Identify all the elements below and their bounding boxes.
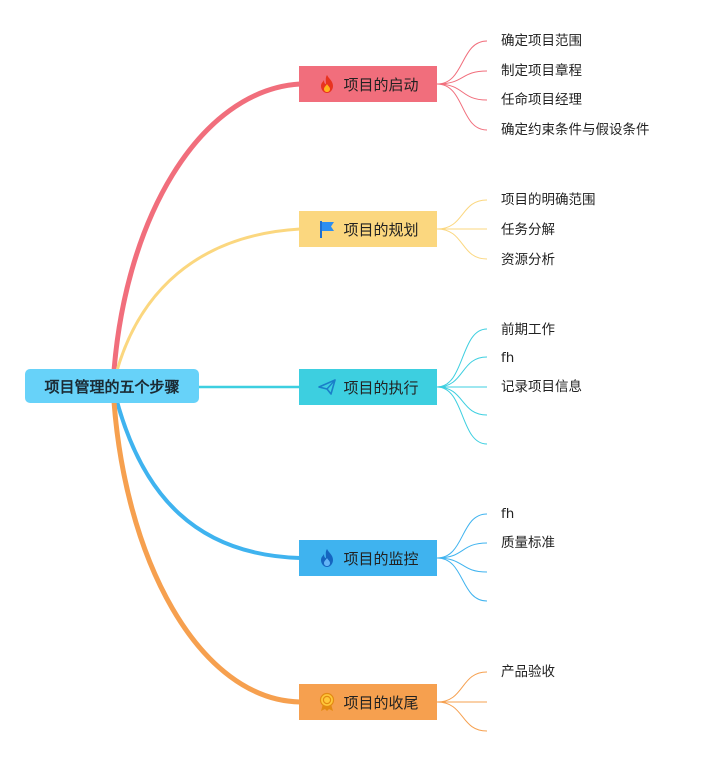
link-leaf [436, 228, 488, 260]
leaf-topic[interactable]: fh [501, 506, 515, 522]
fire-icon [317, 74, 337, 94]
badge-icon [317, 692, 337, 712]
branch-label: 项目的规划 [343, 220, 419, 239]
leaf-topic[interactable]: 确定项目范围 [501, 33, 582, 49]
branch-project-closing[interactable]: 项目的收尾 [299, 684, 437, 720]
link-leaf [436, 386, 488, 416]
branch-label: 项目的执行 [343, 378, 419, 397]
leaf-topic[interactable]: 记录项目信息 [501, 379, 582, 395]
root-topic[interactable]: 项目管理的五个步骤 [25, 369, 199, 403]
leaf-topic[interactable]: 资源分析 [501, 252, 555, 268]
link-root-start [110, 81, 303, 389]
leaf-topic[interactable]: 前期工作 [501, 322, 555, 338]
branch-label: 项目的监控 [343, 549, 419, 568]
branch-project-start[interactable]: 项目的启动 [299, 66, 437, 102]
link-leaf [436, 542, 488, 559]
link-leaf [436, 40, 488, 85]
link-leaf [436, 356, 488, 388]
flag-icon [317, 219, 337, 239]
link-leaf [436, 557, 488, 602]
leaf-topic[interactable]: 制定项目章程 [501, 63, 582, 79]
branch-label: 项目的启动 [343, 75, 419, 94]
branch-project-planning[interactable]: 项目的规划 [299, 211, 437, 247]
leaf-topic[interactable]: 项目的明确范围 [501, 192, 596, 208]
link-leaf [436, 557, 488, 573]
leaf-topic[interactable]: 任务分解 [501, 222, 555, 238]
link-root-plan [111, 227, 302, 388]
leaf-topic[interactable]: 产品验收 [501, 664, 555, 680]
branch-project-execution[interactable]: 项目的执行 [299, 369, 437, 405]
link-root-close [110, 383, 303, 705]
leaf-topic[interactable]: 确定约束条件与假设条件 [501, 122, 650, 138]
link-leaf [436, 386, 488, 445]
link-leaf [436, 70, 488, 85]
link-leaf [436, 328, 488, 388]
link-leaf [436, 513, 488, 559]
link-leaf [436, 83, 488, 131]
link-leaf [436, 199, 488, 230]
leaf-topic[interactable]: 任命项目经理 [501, 92, 582, 108]
paper-plane-icon [317, 377, 337, 397]
flame-icon [317, 548, 337, 568]
branch-project-monitoring[interactable]: 项目的监控 [299, 540, 437, 576]
link-root-monitor [111, 384, 302, 560]
branch-label: 项目的收尾 [343, 693, 419, 712]
leaf-topic[interactable]: fh [501, 350, 515, 366]
link-leaf [436, 83, 488, 101]
link-leaf [436, 671, 488, 703]
link-leaf [436, 701, 488, 732]
leaf-topic[interactable]: 质量标准 [501, 535, 555, 551]
root-topic-label: 项目管理的五个步骤 [44, 377, 180, 396]
